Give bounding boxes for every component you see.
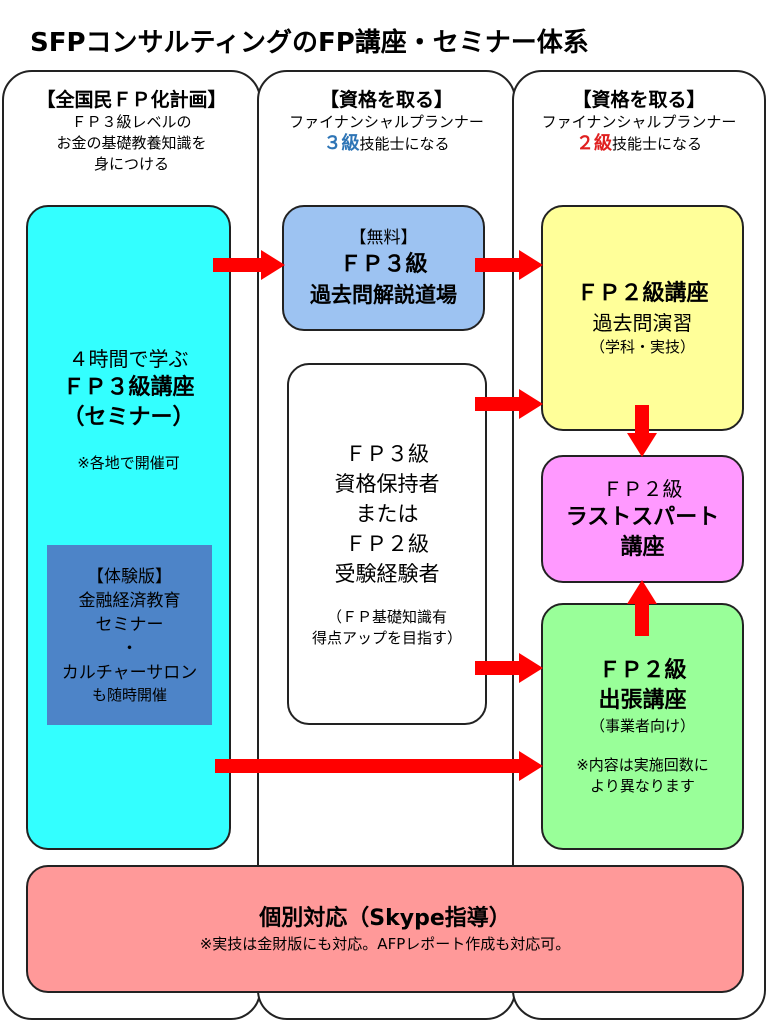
trial-line3: セミナー	[95, 614, 164, 635]
column-level3-header-block: 【資格を取る】 ファイナンシャルプランナー ３級技能士になる	[257, 88, 516, 155]
column-level2-goal: ２級技能士になる	[512, 133, 766, 155]
trial-line5: カルチャーサロン	[61, 662, 198, 683]
column-national-fp-desc-2: お金の基礎教養知識を	[56, 134, 207, 152]
column-national-fp-desc-3: 身につける	[93, 155, 169, 173]
fp3-seminar-note: ※各地で開催可	[77, 454, 180, 472]
individual-support-box: 個別対応（Skype指導） ※実技は金財版にも対応。AFPレポート作成も対応可。	[26, 865, 744, 993]
fp3-seminar-line1: ４時間で学ぶ	[68, 347, 189, 371]
onsite-note2: より異なります	[590, 777, 695, 795]
onsite-line1: ＦＰ２級	[598, 658, 687, 683]
level3-suffix: 技能士になる	[359, 135, 450, 153]
level2-suffix: 技能士になる	[611, 135, 702, 153]
trial-line1: 【体験版】	[87, 566, 172, 587]
fp2-course-line1: ＦＰ２級講座	[576, 280, 709, 306]
column-level2-header-block: 【資格を取る】 ファイナンシャルプランナー ２級技能士になる	[512, 88, 766, 155]
column-national-fp-header-block: 【全国民ＦＰ化計画】 ＦＰ３級レベルの お金の基礎教養知識を 身につける	[2, 88, 261, 175]
column-level3-goal: ３級技能士になる	[257, 133, 516, 155]
holder-line3: または	[355, 502, 419, 526]
page-title: SFPコンサルティングのFP講座・セミナー体系	[30, 28, 589, 58]
holder-note1: （ＦＰ基礎知識有	[326, 608, 447, 626]
free-line3: 過去問解説道場	[310, 283, 457, 307]
arrow-fp2-course-to-last-spurt	[627, 405, 657, 457]
column-level3-header: 【資格を取る】	[319, 89, 453, 111]
fp2-course-line2: 過去問演習	[592, 310, 693, 335]
arrow-seminar-to-free	[213, 250, 285, 280]
fp2-course-box: ＦＰ２級講座 過去問演習 （学科・実技）	[541, 205, 744, 431]
fp2-onsite-box: ＦＰ２級 出張講座 （事業者向け） ※内容は実施回数に より異なります	[541, 603, 744, 850]
holder-line5: 受験経験者	[334, 562, 440, 586]
fp2-course-line3: （学科・実技）	[589, 337, 695, 356]
individual-line1: 個別対応（Skype指導）	[259, 905, 511, 931]
arrow-holder-to-onsite	[475, 653, 543, 683]
fp3-seminar-line3: （セミナー）	[62, 405, 195, 430]
holder-line1: ＦＰ３級	[345, 442, 429, 466]
last-spurt-line3: 講座	[620, 535, 665, 560]
fp2-last-spurt-box: ＦＰ２級 ラストスパート 講座	[541, 455, 744, 583]
level2-badge: ２級	[575, 133, 612, 154]
holder-line4: ＦＰ２級	[345, 532, 429, 556]
free-fp3-dojo-box: 【無料】 ＦＰ３級 過去問解説道場	[282, 205, 485, 331]
last-spurt-line2: ラストスパート	[565, 505, 720, 530]
trial-seminar-box: 【体験版】 金融経済教育 セミナー ・ カルチャーサロン も随時開催	[47, 545, 212, 725]
column-national-fp-header: 【全国民ＦＰ化計画】	[36, 89, 227, 111]
arrow-holder-to-fp2-course	[475, 389, 543, 419]
qualified-holder-box: ＦＰ３級 資格保持者 または ＦＰ２級 受験経験者 （ＦＰ基礎知識有 得点アップ…	[287, 363, 487, 725]
fp3-seminar-text: ４時間で学ぶ ＦＰ３級講座 （セミナー） ※各地で開催可	[26, 345, 231, 474]
column-national-fp-desc-1: ＦＰ３級レベルの	[71, 113, 192, 131]
fp3-seminar-box	[26, 205, 231, 850]
arrow-seminar-to-onsite	[215, 751, 543, 781]
fp3-seminar-line2: ＦＰ３級講座	[62, 375, 195, 400]
onsite-line2: 出張講座	[598, 688, 687, 713]
arrow-onsite-to-last-spurt	[627, 580, 657, 636]
free-line2: ＦＰ３級	[339, 252, 428, 277]
column-level2-header: 【資格を取る】	[572, 89, 706, 111]
trial-line6: も随時開催	[91, 685, 167, 704]
onsite-note1: ※内容は実施回数に	[576, 756, 709, 774]
holder-note2: 得点アップを目指す）	[311, 629, 462, 647]
column-level2-desc: ファイナンシャルプランナー	[541, 113, 737, 131]
holder-line2: 資格保持者	[334, 472, 440, 496]
onsite-line3: （事業者向け）	[589, 717, 695, 735]
arrow-free-to-fp2-course	[475, 250, 543, 280]
level3-badge: ３級	[323, 133, 360, 154]
trial-line4: ・	[121, 638, 138, 659]
last-spurt-line1: ＦＰ２級	[602, 477, 683, 501]
trial-line2: 金融経済教育	[78, 590, 181, 611]
free-line1: 【無料】	[349, 228, 418, 248]
column-level3-desc: ファイナンシャルプランナー	[289, 113, 484, 131]
individual-line2: ※実技は金財版にも対応。AFPレポート作成も対応可。	[199, 934, 571, 953]
